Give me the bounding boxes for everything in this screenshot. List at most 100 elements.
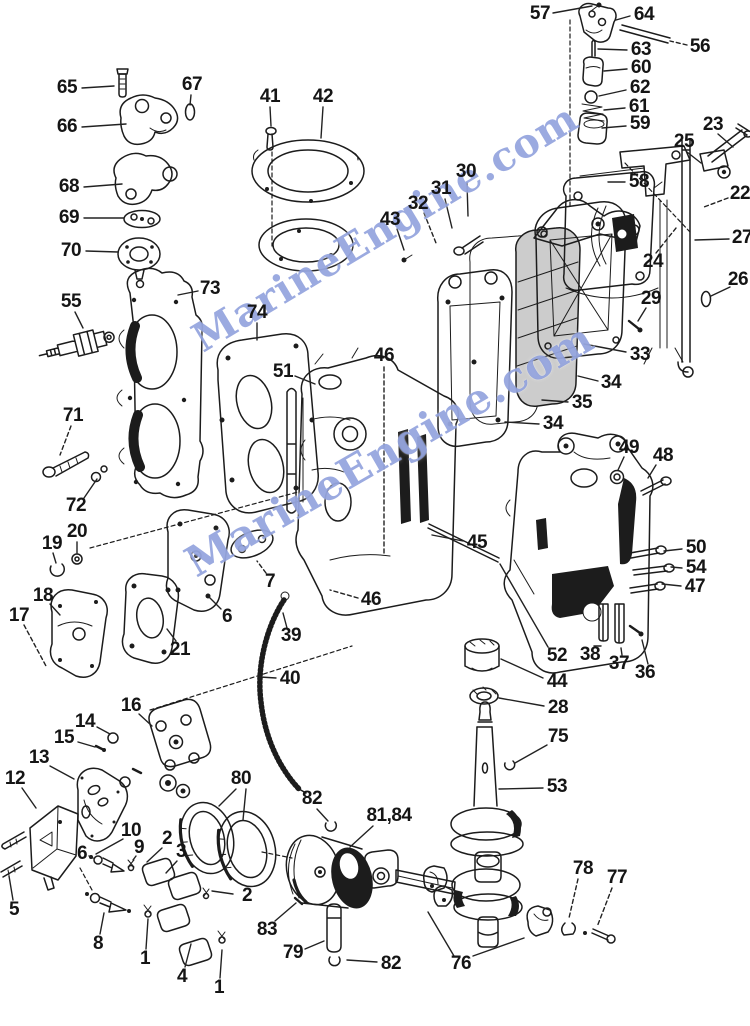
callout-46-52: 46 [360, 589, 382, 610]
callout-56-11: 56 [689, 36, 711, 57]
leader-line-34-25 [577, 375, 599, 382]
callout-10-71: 10 [120, 820, 142, 841]
callout-26-22: 26 [727, 269, 749, 290]
leader-line-3-74 [165, 860, 178, 874]
leader-line-36-63 [641, 639, 649, 665]
leader-line-80-68 [242, 788, 247, 821]
leader-line-51-36 [294, 375, 316, 385]
callout-22-19: 22 [729, 183, 750, 204]
callout-65-0: 65 [56, 77, 78, 98]
leader-line-14-56 [96, 726, 111, 735]
callout-6-50: 6 [221, 606, 233, 627]
callout-40-54: 40 [279, 668, 301, 689]
callout-64-9: 64 [633, 4, 655, 25]
leader-line-17-48 [23, 624, 47, 667]
callout-31-29: 31 [430, 178, 452, 199]
callout-32-30: 32 [407, 193, 429, 214]
leader-line-71-37 [59, 425, 72, 456]
callout-51-36: 51 [272, 361, 294, 382]
leader-line-60-12 [603, 68, 628, 72]
leader-line-81,84-70 [349, 825, 374, 848]
leader-line-22-19 [703, 197, 729, 208]
leader-line-57-8 [552, 5, 593, 14]
callout-52-60: 52 [546, 645, 568, 666]
leader-line-65-0 [81, 85, 115, 89]
callout-37-62: 37 [608, 653, 630, 674]
callout-38-61: 38 [579, 644, 601, 665]
callout-9-72: 9 [133, 837, 145, 858]
callout-60-12: 60 [630, 57, 652, 78]
callout-72-38: 72 [65, 495, 87, 516]
leader-line-2-73 [146, 847, 163, 863]
callout-2-76: 2 [241, 885, 253, 906]
callout-14-56: 14 [74, 711, 96, 732]
callout-71-37: 71 [62, 405, 84, 426]
leader-line-33-24 [583, 343, 627, 353]
callout-3-74: 3 [175, 841, 187, 862]
leader-line-59-15 [601, 125, 627, 129]
callout-73-33: 73 [199, 278, 221, 299]
leader-line-76-85 [427, 911, 455, 957]
callout-20-46: 20 [66, 521, 88, 542]
leader-line-31-29 [444, 198, 453, 229]
crankshaft-group [364, 638, 616, 948]
leader-line-9-72 [132, 855, 137, 861]
callout-78-86: 78 [572, 858, 594, 879]
callout-45-39: 45 [466, 532, 488, 553]
leader-line-47-44 [661, 583, 682, 587]
callout-67-1: 67 [181, 74, 203, 95]
callout-12-59: 12 [4, 768, 26, 789]
leader-line-4-80 [184, 943, 192, 968]
callout-33-24: 33 [629, 344, 651, 365]
callout-49-40: 49 [618, 437, 640, 458]
leader-line-8-78 [99, 912, 105, 935]
callout-18-47: 18 [32, 585, 54, 606]
callout-19-45: 19 [41, 533, 63, 554]
leader-line-21-49 [166, 628, 177, 642]
leader-line-29-23 [637, 307, 647, 322]
leader-line-73-33 [177, 290, 199, 296]
fuel-pump-group [0, 645, 353, 967]
piston-rings-group [178, 801, 373, 967]
diaphragm-plates-group [49, 491, 299, 678]
callout-23-17: 23 [702, 114, 724, 135]
callout-1-79: 1 [139, 948, 151, 969]
callout-35-26: 35 [571, 392, 593, 413]
callout-30-28: 30 [455, 161, 477, 182]
leader-line-35-26 [541, 399, 569, 403]
callout-75-66: 75 [547, 726, 569, 747]
leader-line-78-86 [568, 878, 579, 919]
callout-81,84-70: 81,84 [366, 805, 412, 826]
leader-line-67-1 [189, 94, 192, 106]
exhaust-cover-plates-group [437, 198, 641, 448]
leader-line-63-10 [597, 48, 628, 51]
leader-line-68-3 [83, 183, 123, 188]
crankcase-half-group [427, 432, 675, 674]
leader-line-52-60 [499, 563, 549, 648]
callout-42-7: 42 [312, 86, 334, 107]
leader-line-53-67 [498, 787, 544, 790]
callout-28-65: 28 [547, 697, 569, 718]
callout-27-20: 27 [731, 227, 750, 248]
callout-80-68: 80 [230, 768, 252, 789]
leader-line-55-34 [74, 311, 84, 329]
leader-line-49-40 [617, 456, 625, 471]
callout-8-78: 8 [92, 933, 104, 954]
leader-line-16-55 [138, 713, 153, 727]
leader-line-19-45 [52, 552, 57, 564]
leader-line-6-75 [88, 855, 94, 859]
leader-line-1-81 [219, 949, 223, 979]
callout-17-48: 17 [8, 605, 30, 626]
callout-63-10: 63 [630, 39, 652, 60]
callout-76-85: 76 [450, 953, 472, 974]
callout-66-2: 66 [56, 116, 78, 137]
callout-29-23: 29 [640, 288, 662, 309]
leader-line-34-27 [504, 421, 540, 425]
leader-line-24-21 [655, 227, 677, 254]
leader-line-26-22 [710, 286, 731, 297]
leader-line-1-79 [145, 918, 149, 950]
leader-line-32-30 [423, 212, 437, 244]
spark-plug [38, 329, 115, 358]
